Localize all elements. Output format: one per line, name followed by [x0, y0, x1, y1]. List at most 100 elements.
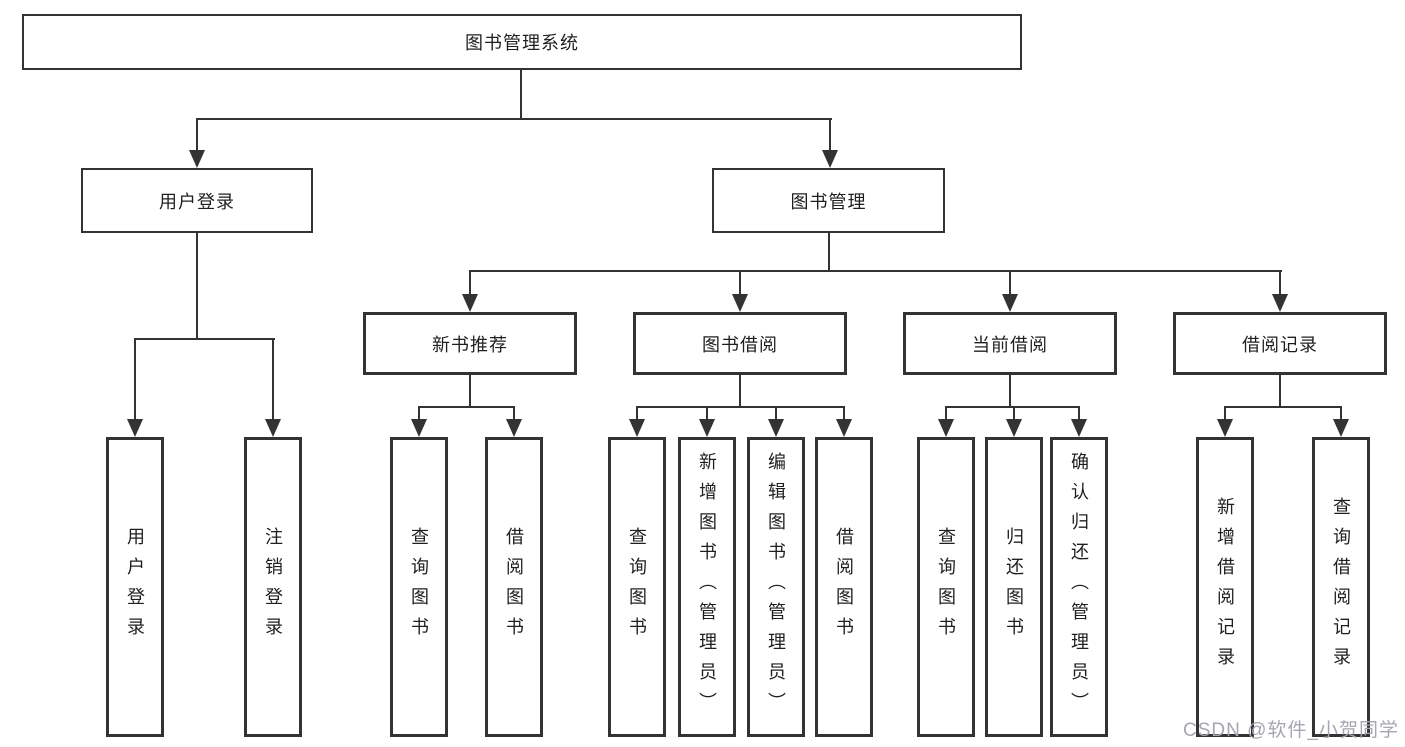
leaf-confirm-return-admin: 确认归还（管理员） — [1050, 437, 1108, 737]
leaf-query-borrow-record: 查询借阅记录 — [1312, 437, 1370, 737]
arrow-shaft — [843, 408, 845, 420]
leaf-query-books-borrowing: 查询图书 — [608, 437, 666, 737]
arrow-down-icon — [938, 408, 954, 437]
arrow-down-icon — [189, 120, 205, 168]
arrow-head-icon — [629, 419, 645, 437]
connector-book-management-branch — [469, 270, 1282, 272]
arrow-shaft — [1224, 408, 1226, 420]
connector-new-book-recommend-branch — [418, 406, 515, 408]
arrow-shaft — [513, 408, 515, 420]
arrow-shaft — [706, 408, 708, 420]
arrow-head-icon — [699, 419, 715, 437]
arrow-down-icon — [127, 340, 143, 437]
leaf-add-books-admin: 新增图书（管理员） — [678, 437, 736, 737]
node-new-book-recommend-label: 新书推荐 — [432, 334, 508, 355]
leaf-borrow-books-borrowing-label: 借阅图书 — [834, 527, 854, 647]
leaf-query-borrow-record-label: 查询借阅记录 — [1331, 497, 1351, 677]
arrow-shaft — [272, 340, 274, 420]
arrow-shaft — [1013, 408, 1015, 420]
arrow-shaft — [418, 408, 420, 420]
arrow-shaft — [829, 120, 831, 151]
node-root-label: 图书管理系统 — [465, 33, 579, 53]
node-borrowing-records: 借阅记录 — [1173, 312, 1387, 375]
leaf-query-books-current: 查询图书 — [917, 437, 975, 737]
node-root: 图书管理系统 — [22, 14, 1022, 70]
node-user-login: 用户登录 — [81, 168, 313, 233]
connector-current-borrowing-stem — [1009, 375, 1011, 407]
leaf-query-books-current-label: 查询图书 — [936, 527, 956, 647]
arrow-down-icon — [1333, 408, 1349, 437]
connector-new-book-recommend-stem — [469, 375, 471, 407]
leaf-query-books-recommend: 查询图书 — [390, 437, 448, 737]
arrow-head-icon — [732, 294, 748, 312]
leaf-return-books: 归还图书 — [985, 437, 1043, 737]
leaf-query-books-borrowing-label: 查询图书 — [627, 527, 647, 647]
arrow-shaft — [134, 340, 136, 420]
arrow-down-icon — [836, 408, 852, 437]
arrow-down-icon — [1002, 272, 1018, 312]
arrow-down-icon — [822, 120, 838, 168]
csdn-watermark: CSDN @软件_小贺同学 — [1183, 720, 1399, 741]
node-book-management-label: 图书管理 — [790, 191, 867, 212]
arrow-head-icon — [506, 419, 522, 437]
arrow-head-icon — [1002, 294, 1018, 312]
arrow-head-icon — [127, 419, 143, 437]
arrow-shaft — [1009, 272, 1011, 295]
arrow-head-icon — [768, 419, 784, 437]
leaf-borrow-books-recommend: 借阅图书 — [485, 437, 543, 737]
leaf-query-books-recommend-label: 查询图书 — [409, 527, 429, 647]
arrow-shaft — [1340, 408, 1342, 420]
node-book-management: 图书管理 — [712, 168, 945, 233]
arrow-shaft — [636, 408, 638, 420]
arrow-shaft — [739, 272, 741, 295]
arrow-down-icon — [411, 408, 427, 437]
leaf-borrow-books-borrowing: 借阅图书 — [815, 437, 873, 737]
connector-user-login-branch — [134, 338, 275, 340]
leaf-edit-books-admin: 编辑图书（管理员） — [747, 437, 805, 737]
connector-book-management-stem — [828, 233, 830, 272]
leaf-borrow-books-recommend-label: 借阅图书 — [504, 527, 524, 647]
leaf-return-books-label: 归还图书 — [1004, 527, 1024, 647]
connector-root-branch — [196, 118, 832, 120]
connector-borrowing-records-stem — [1279, 375, 1281, 407]
arrow-head-icon — [411, 419, 427, 437]
leaf-logout: 注销登录 — [244, 437, 302, 737]
node-user-login-label: 用户登录 — [159, 191, 235, 212]
arrow-down-icon — [265, 340, 281, 437]
arrow-down-icon — [1217, 408, 1233, 437]
arrow-shaft — [775, 408, 777, 420]
leaf-user-login: 用户登录 — [106, 437, 164, 737]
arrow-down-icon — [506, 408, 522, 437]
arrow-shaft — [1279, 272, 1281, 295]
node-book-borrowing: 图书借阅 — [633, 312, 847, 375]
leaf-confirm-return-admin-label: 确认归还（管理员） — [1069, 452, 1089, 722]
leaf-add-borrow-record-label: 新增借阅记录 — [1215, 497, 1235, 677]
leaf-add-borrow-record: 新增借阅记录 — [1196, 437, 1254, 737]
connector-borrowing-records-branch — [1224, 406, 1342, 408]
arrow-down-icon — [1272, 272, 1288, 312]
arrow-shaft — [469, 272, 471, 295]
arrow-down-icon — [462, 272, 478, 312]
arrow-head-icon — [265, 419, 281, 437]
arrow-head-icon — [938, 419, 954, 437]
node-new-book-recommend: 新书推荐 — [363, 312, 577, 375]
node-book-borrowing-label: 图书借阅 — [702, 334, 778, 355]
arrow-down-icon — [768, 408, 784, 437]
connector-current-borrowing-branch — [945, 406, 1080, 408]
connector-book-borrowing-stem — [739, 375, 741, 407]
arrow-down-icon — [1071, 408, 1087, 437]
arrow-head-icon — [1272, 294, 1288, 312]
arrow-down-icon — [699, 408, 715, 437]
arrow-head-icon — [822, 150, 838, 168]
node-current-borrowing: 当前借阅 — [903, 312, 1117, 375]
connector-book-borrowing-branch — [636, 406, 845, 408]
leaf-edit-books-admin-label: 编辑图书（管理员） — [766, 452, 786, 722]
arrow-head-icon — [189, 150, 205, 168]
arrow-head-icon — [1333, 419, 1349, 437]
arrow-shaft — [196, 120, 198, 151]
node-borrowing-records-label: 借阅记录 — [1242, 334, 1318, 355]
arrow-head-icon — [1006, 419, 1022, 437]
arrow-shaft — [945, 408, 947, 420]
connector-root-stem — [520, 70, 522, 119]
